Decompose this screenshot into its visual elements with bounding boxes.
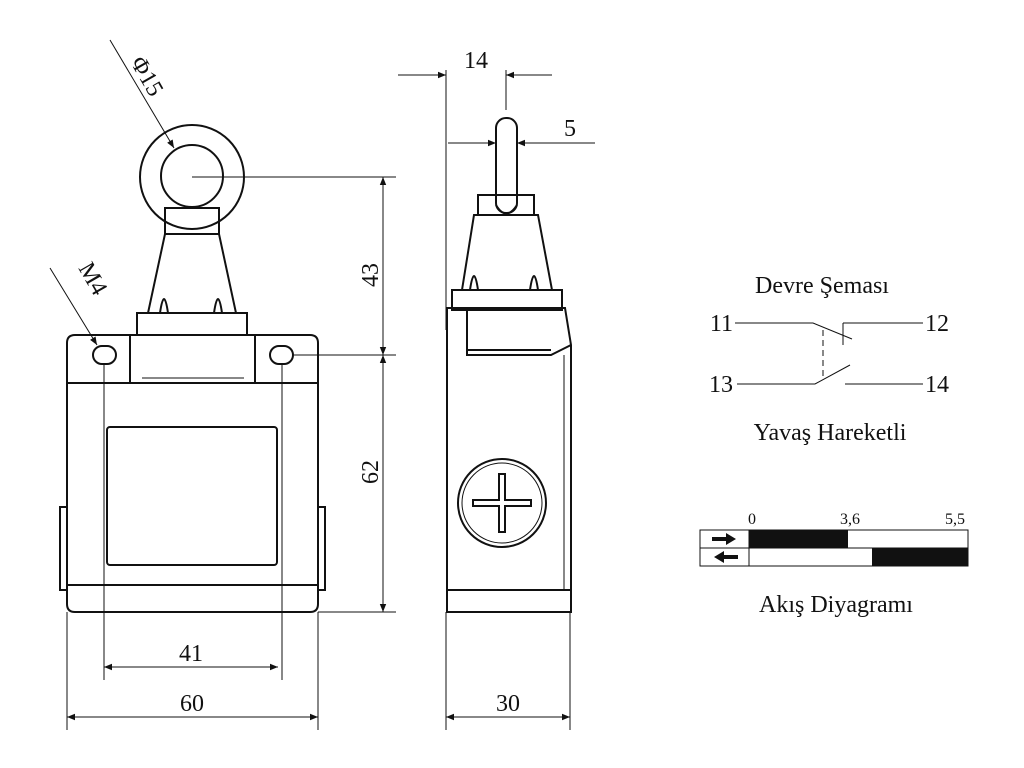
mounting-hole-right bbox=[269, 345, 294, 365]
screw bbox=[457, 458, 547, 548]
dim-depth: 30 bbox=[496, 691, 520, 717]
front-view bbox=[59, 124, 326, 613]
window bbox=[106, 426, 278, 566]
dim-height-actuator: 43 bbox=[358, 263, 384, 287]
dim-hole-spacing: 41 bbox=[179, 641, 203, 667]
arrow-left-icon bbox=[714, 551, 738, 563]
terminal-13: 13 bbox=[709, 372, 733, 398]
circuit-title: Devre Şeması bbox=[755, 273, 889, 299]
dim-height-body: 62 bbox=[358, 460, 384, 484]
return-closed-bar bbox=[872, 548, 968, 566]
tick-3-6: 3,6 bbox=[840, 511, 860, 528]
tick-5-5: 5,5 bbox=[945, 511, 965, 528]
side-body bbox=[446, 307, 572, 613]
circuit-type: Yavaş Hareketli bbox=[754, 420, 907, 446]
roller-inner bbox=[160, 144, 224, 208]
side-view bbox=[446, 117, 572, 613]
side-dimensions: 14 5 30 bbox=[398, 48, 595, 730]
circuit-diagram: Devre Şeması 11 12 13 14 Yavaş Hareketli bbox=[709, 273, 949, 446]
neck bbox=[136, 312, 248, 336]
front-dimensions: Φ15 M4 43 62 41 60 bbox=[49, 39, 396, 730]
body bbox=[66, 334, 319, 613]
terminal-12: 12 bbox=[925, 311, 949, 337]
tick-0: 0 bbox=[748, 511, 756, 528]
plunger bbox=[495, 117, 518, 214]
dim-plunger-width: 5 bbox=[564, 116, 576, 142]
mounting-hole-left bbox=[92, 345, 117, 365]
terminal-14: 14 bbox=[925, 372, 949, 398]
dim-width: 60 bbox=[180, 691, 204, 717]
forward-closed-bar bbox=[749, 530, 848, 548]
flange-center bbox=[129, 334, 256, 384]
dim-plunger-offset: 14 bbox=[464, 48, 488, 74]
terminal-11: 11 bbox=[710, 311, 733, 337]
flow-title: Akış Diyagramı bbox=[759, 592, 913, 618]
arrow-right-icon bbox=[712, 533, 736, 545]
flow-diagram: 0 3,6 5,5 Akış Diyagramı bbox=[699, 511, 969, 618]
dim-thread: M4 bbox=[73, 258, 112, 300]
actuator-cone bbox=[146, 233, 238, 314]
